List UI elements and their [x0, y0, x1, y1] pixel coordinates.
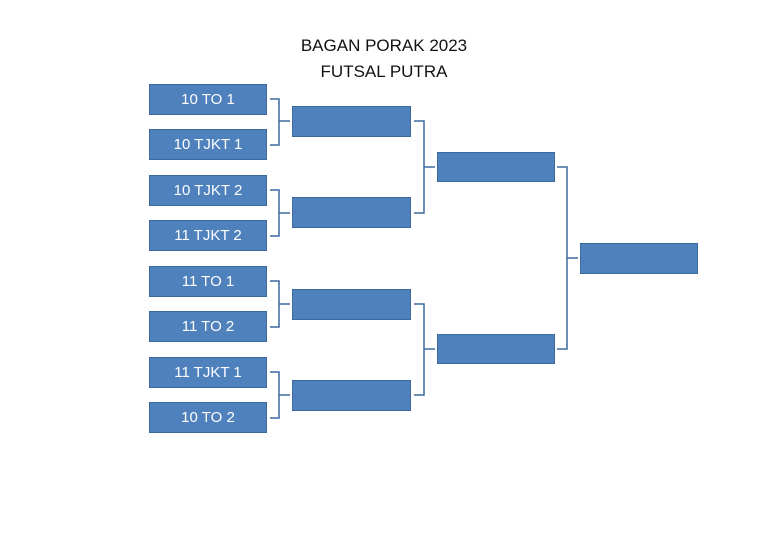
semifinal-slot-2	[437, 334, 555, 364]
bracket-title: BAGAN PORAK 2023	[300, 36, 468, 55]
round2-slot-3	[292, 289, 411, 320]
connector-semifinal	[557, 166, 578, 350]
connector-r1-pair-4	[270, 371, 290, 419]
round2-slot-4	[292, 380, 411, 411]
round2-slot-1	[292, 106, 411, 137]
round1-slot-5: 11 TO 1	[149, 266, 267, 297]
round2-slot-2	[292, 197, 411, 228]
connector-r2-pair-2	[414, 303, 435, 396]
round1-slot-3: 10 TJKT 2	[149, 175, 267, 206]
round1-slot-1: 10 TO 1	[149, 84, 267, 115]
connector-r1-pair-3	[270, 280, 290, 328]
connector-r1-pair-1	[270, 98, 290, 146]
bracket-subtitle: FUTSAL PUTRA	[320, 62, 448, 81]
round1-slot-8: 10 TO 2	[149, 402, 267, 433]
connector-r2-pair-1	[414, 120, 435, 214]
round1-slot-2: 10 TJKT 1	[149, 129, 267, 160]
final-slot	[580, 243, 698, 274]
round1-slot-7: 11 TJKT 1	[149, 357, 267, 388]
connector-r1-pair-2	[270, 189, 290, 237]
round1-slot-6: 11 TO 2	[149, 311, 267, 342]
round1-slot-4: 11 TJKT 2	[149, 220, 267, 251]
semifinal-slot-1	[437, 152, 555, 182]
